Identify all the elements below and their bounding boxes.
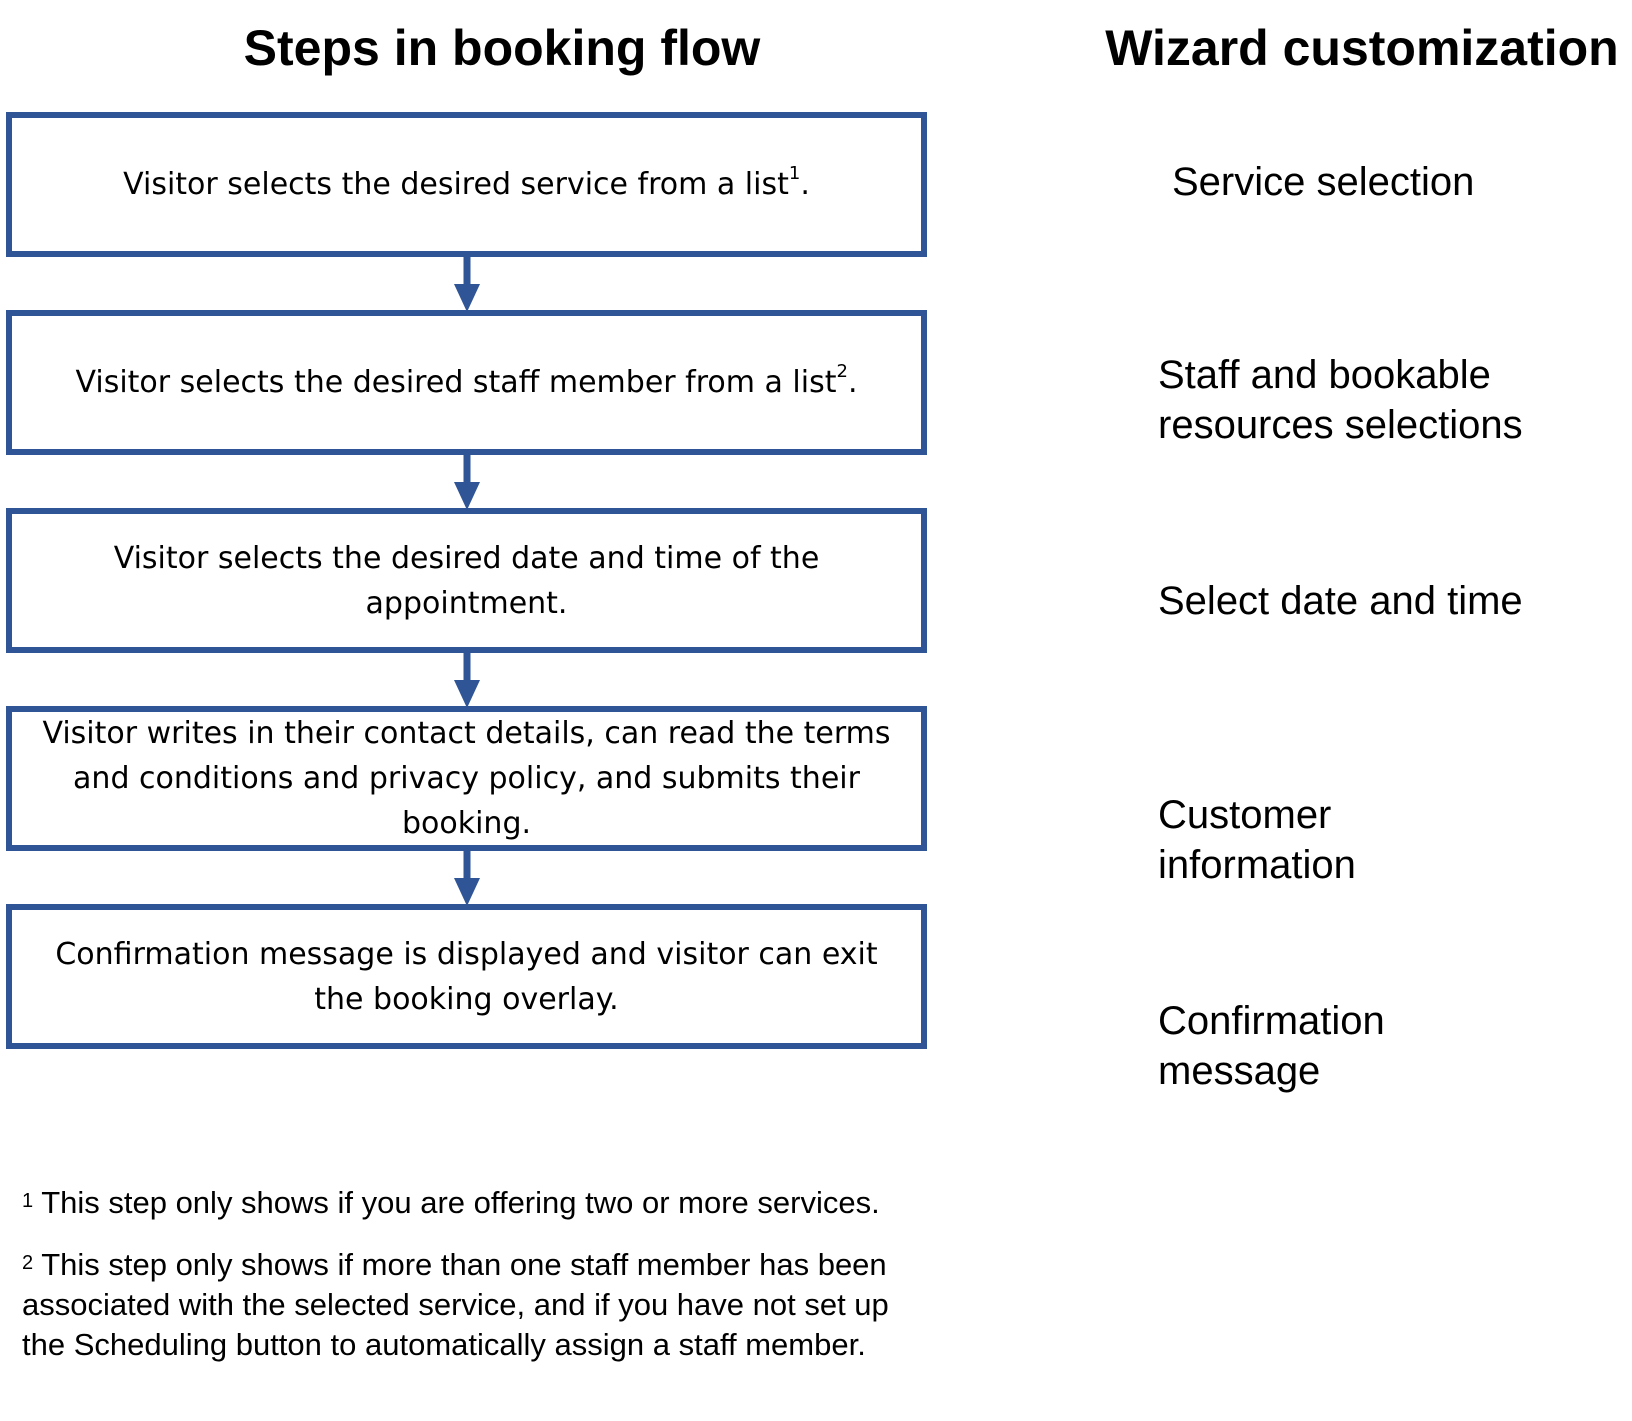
wizard-label-staff-resources: Staff and bookable resources selections xyxy=(1158,353,1523,447)
footnote-marker: 2 xyxy=(836,361,848,382)
wizard-label-confirmation-message: Confirmation message xyxy=(1158,999,1385,1093)
wizard-heading: Wizard customization xyxy=(1105,20,1619,76)
flow-arrow-3 xyxy=(454,652,480,708)
footnote-mark: 1 xyxy=(22,1190,34,1212)
flow-arrow-2 xyxy=(454,454,480,510)
footnote-mark: 2 xyxy=(22,1252,34,1274)
wizard-label-service-selection: Service selection xyxy=(1172,160,1475,204)
step-text: Visitor selects the desired date and tim… xyxy=(113,540,820,621)
step-text: Confirmation message is displayed and vi… xyxy=(55,936,878,1017)
wizard-label-date-time: Select date and time xyxy=(1158,579,1523,623)
step-box-confirmation: Confirmation message is displayed and vi… xyxy=(6,904,927,1049)
step-box-staff: Visitor selects the desired staff member… xyxy=(6,310,927,455)
footnote-2: 2 This step only shows if more than one … xyxy=(22,1247,889,1362)
footnote-marker: 1 xyxy=(788,163,801,184)
step-text: Visitor writes in their contact details,… xyxy=(42,716,891,841)
steps-heading: Steps in booking flow xyxy=(243,20,761,76)
step-box-contact-details: Visitor writes in their contact details,… xyxy=(6,706,927,851)
step-text: Visitor selects the desired staff member… xyxy=(75,361,858,401)
step-text: Visitor selects the desired service from… xyxy=(123,163,810,203)
flow-arrow-4 xyxy=(454,850,480,906)
flow-arrow-1 xyxy=(454,256,480,312)
wizard-label-customer-information: Customer information xyxy=(1158,793,1356,887)
step-box-service: Visitor selects the desired service from… xyxy=(6,112,927,257)
step-box-date-time: Visitor selects the desired date and tim… xyxy=(6,508,927,653)
footnote-1: 1 This step only shows if you are offeri… xyxy=(22,1185,880,1220)
